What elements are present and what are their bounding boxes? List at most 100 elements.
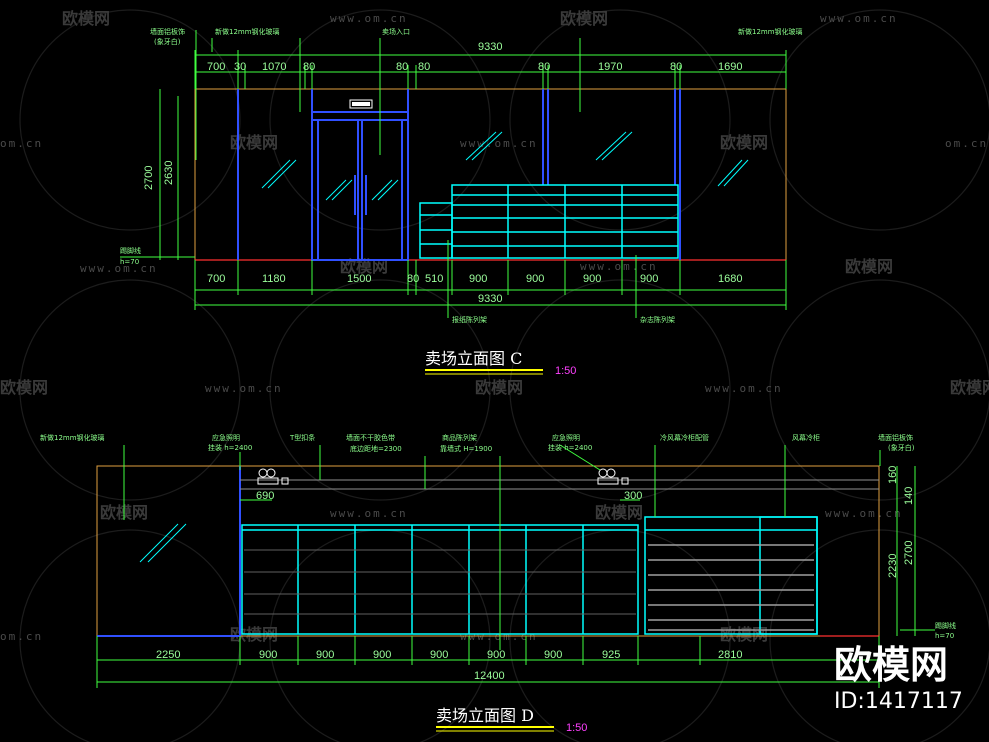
watermark-brand: 欧模网: [560, 9, 608, 28]
watermark-brand: 欧模网: [62, 9, 110, 28]
dimension-label: 80: [418, 61, 430, 73]
elevation-d: 2250 900 900 900 900 900 900 925 2810 12…: [40, 433, 956, 734]
dim-lines-d: [96, 444, 935, 688]
dimension-label: 900: [544, 649, 562, 661]
dimension-label: 1680: [718, 273, 742, 285]
dimension-label: 应急照明: [212, 433, 240, 442]
dimension-label: 应急照明: [552, 433, 580, 442]
dimension-label: T型扣条: [289, 433, 315, 442]
dimension-label: 900: [640, 273, 658, 285]
watermark-url: om.cn: [0, 137, 43, 150]
dimension-label: 900: [373, 649, 391, 661]
annotations-d: 新做12mm钢化玻璃 应急照明 挂装 h=2400 T型扣条 墙面不干胶色带 底…: [40, 433, 956, 640]
dimension-label: 700: [207, 273, 225, 285]
watermark-brand: 欧模网: [720, 133, 768, 152]
dimension-label: 300: [624, 490, 642, 502]
dimension-label: 新做12mm钢化玻璃: [40, 433, 105, 442]
dimension-label: (象牙白): [888, 443, 915, 452]
dimension-label: (象牙白): [154, 37, 181, 46]
dimension-label: h=70: [120, 258, 139, 266]
brand-logo: 欧模网: [834, 643, 948, 687]
dimension-label: 80: [303, 61, 315, 73]
watermark-url: www.om.cn: [330, 12, 408, 25]
dimension-label: 卖场入口: [382, 27, 410, 36]
elevation-c-outline: [194, 88, 787, 261]
dimension-label: 80: [670, 61, 682, 73]
dimension-label: 80: [396, 61, 408, 73]
elevation-d-title: 卖场立面图 D: [436, 706, 534, 725]
dimension-label: 9330: [478, 293, 502, 305]
watermark-url: om.cn: [0, 630, 43, 643]
watermark-url: www.om.cn: [825, 507, 903, 520]
dimension-label: h=70: [935, 632, 954, 640]
elevation-d-outline: [96, 465, 880, 637]
elevation-c-scale: 1:50: [555, 365, 576, 377]
dimension-label: 报纸陈列架: [452, 315, 487, 324]
dimension-label: 底边距地=2300: [350, 444, 402, 453]
dimension-label: 挂装 h=2400: [548, 443, 592, 452]
dimension-label: 30: [234, 61, 246, 73]
dimension-label: 2250: [156, 649, 180, 661]
dimension-label: 2630: [163, 161, 175, 185]
watermark-brand: 欧模网: [340, 257, 388, 276]
elevation-c-title: 卖场立面图 C: [425, 349, 522, 368]
watermark-brand: 欧模网: [950, 378, 989, 397]
dimension-label: 900: [583, 273, 601, 285]
dimension-label: 杂志陈列架: [640, 315, 675, 324]
elevation-c: 700 30 1070 80 80 80 80 1970 80 1690 933…: [120, 27, 803, 377]
dimension-label: 160: [887, 466, 899, 484]
entrance-door: [311, 89, 409, 261]
dimension-label: 墙面不干胶色带: [346, 433, 395, 442]
brand-id: ID:1417117: [834, 689, 963, 714]
dimension-label: 690: [256, 490, 274, 502]
dimension-label: 9330: [478, 41, 502, 53]
dimension-label: 510: [425, 273, 443, 285]
watermark-url: www.om.cn: [80, 262, 158, 275]
watermark-url: www.om.cn: [820, 12, 898, 25]
dims-top-c: 700 30 1070 80 80 80 80 1970 80 1690 933…: [207, 41, 742, 73]
dimension-label: 2700: [903, 541, 915, 565]
watermark-brand: 欧模网: [595, 503, 643, 522]
dimension-label: 新做12mm钢化玻璃: [215, 27, 280, 36]
dimension-label: 1180: [262, 273, 286, 285]
dimension-label: 900: [259, 649, 277, 661]
glass-hatch: [261, 131, 749, 201]
dimension-label: 2810: [718, 649, 742, 661]
emergency-light-2: [597, 468, 629, 485]
dimension-label: 商品陈列架: [442, 433, 477, 442]
dimension-label: 1690: [718, 61, 742, 73]
dimension-label: 1070: [262, 61, 286, 73]
watermark-brand: 欧模网: [230, 133, 278, 152]
dimension-label: 80: [538, 61, 550, 73]
watermark-url: www.om.cn: [580, 260, 658, 273]
dimension-label: 2230: [887, 554, 899, 578]
dimension-label: 墙面铝板饰: [150, 27, 185, 36]
dimension-label: 900: [430, 649, 448, 661]
watermark-url: www.om.cn: [705, 382, 783, 395]
dimension-label: 1500: [347, 273, 371, 285]
dimension-label: 风幕冷柜: [792, 433, 820, 442]
watermark-url: om.cn: [945, 137, 988, 150]
dimension-label: 900: [316, 649, 334, 661]
watermark-url: www.om.cn: [205, 382, 283, 395]
watermark-brand: 欧模网: [845, 257, 893, 276]
display-shelves-c: [419, 184, 679, 259]
dimension-label: 踢脚线: [935, 621, 956, 630]
dimension-label: 靠墙式 H=1900: [440, 444, 492, 453]
dimension-label: 墙面铝板饰: [878, 433, 913, 442]
dimension-label: 900: [487, 649, 505, 661]
dimension-label: 80: [407, 273, 419, 285]
watermark-brand: 欧模网: [0, 378, 48, 397]
dims-bottom-d: 2250 900 900 900 900 900 900 925 2810 12…: [156, 490, 742, 682]
dimension-label: 900: [526, 273, 544, 285]
dimension-label: 12400: [474, 670, 505, 682]
dimension-label: 挂装 h=2400: [208, 443, 252, 452]
dimension-label: 踢脚线: [120, 246, 141, 255]
display-shelves-d: [241, 524, 639, 635]
dims-bottom-c: 700 1180 1500 80 510 900 900 900 900 168…: [207, 273, 742, 305]
dimension-label: 新做12mm钢化玻璃: [738, 27, 803, 36]
watermark-brand: 欧模网: [475, 378, 523, 397]
dimension-label: 1970: [598, 61, 622, 73]
watermark-texts: 欧模网 www.om.cn 欧模网 www.om.cn om.cn 欧模网 ww…: [0, 9, 989, 644]
